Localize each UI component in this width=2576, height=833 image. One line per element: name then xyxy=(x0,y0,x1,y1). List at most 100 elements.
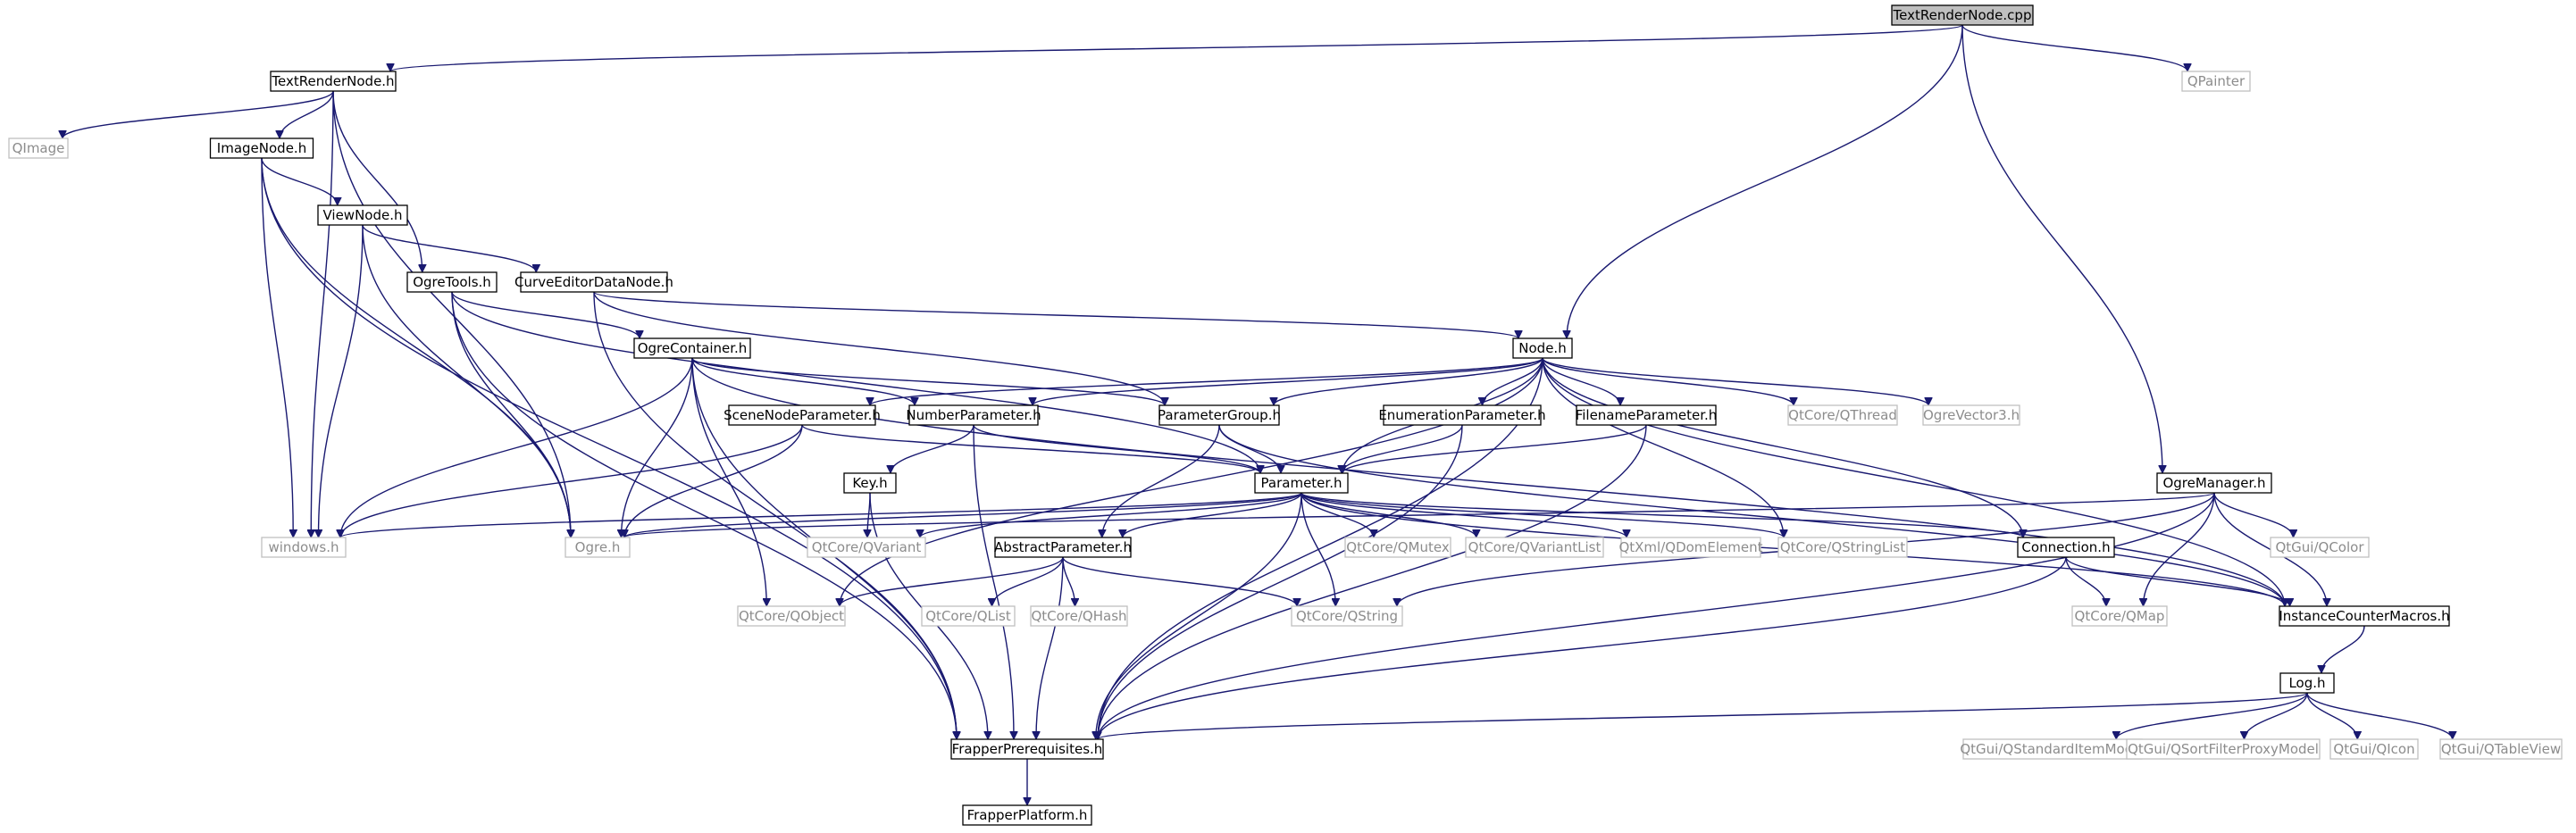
edge-node-h-to-numberparameter-h xyxy=(1033,357,1543,406)
node-node-h[interactable]: Node.h xyxy=(1512,337,1573,359)
edge-ogrecontainer-h-to-numberparameter-h xyxy=(691,357,915,406)
edge-ogretools-h-to-ogre-h xyxy=(451,291,571,537)
node-label: ImageNode.h xyxy=(217,140,306,156)
node-textrendernode-cpp[interactable]: TextRenderNode.cpp xyxy=(1891,4,2034,26)
node-box xyxy=(1291,605,1403,627)
node-frapperprerequisites-h[interactable]: FrapperPrerequisites.h xyxy=(950,738,1104,760)
edge-ogrecontainer-h-to-windows-h xyxy=(340,357,693,537)
node-label: ViewNode.h xyxy=(322,207,402,223)
node-label: AbstractParameter.h xyxy=(994,539,1132,555)
edge-connection-h-to-frapperprerequisites-h xyxy=(1098,556,2067,739)
edge-ogremanager-h-to-frapperprerequisites-h xyxy=(1098,492,2215,739)
node-label: QtCore/QObject xyxy=(739,608,844,624)
edge-scenenodeparameter-h-to-windows-h xyxy=(340,424,803,538)
node-label: Key.h xyxy=(852,475,887,491)
node-label: CurveEditorDataNode.h xyxy=(514,274,673,290)
edge-parameter-h-to-windows-h xyxy=(340,492,1302,538)
edge-ogremanager-h-to-ogre-h xyxy=(624,492,2215,538)
node-key-h[interactable]: Key.h xyxy=(843,472,897,494)
edge-curveeditordatanode-h-to-node-h xyxy=(593,291,1518,339)
node-curveeditordatanode-h[interactable]: CurveEditorDataNode.h xyxy=(514,271,673,293)
edge-node-h-to-instancecountermacros-h xyxy=(1542,357,2285,606)
edge-node-h-to-parametergroup-h xyxy=(1274,357,1543,406)
node-parameter-h[interactable]: Parameter.h xyxy=(1254,472,1349,494)
node-qtxml-qdomelement: QtXml/QDomElement xyxy=(1618,537,1763,558)
edge-ogremanager-h-to-qtgui-qcolor xyxy=(2213,492,2294,538)
edge-connection-h-to-instancecountermacros-h xyxy=(2065,556,2290,607)
edge-node-h-to-scenenodeparameter-h xyxy=(870,357,1543,406)
node-parametergroup-h[interactable]: ParameterGroup.h xyxy=(1158,404,1281,426)
edge-enumerationparameter-h-to-parameter-h xyxy=(1342,424,1463,474)
node-label: QtCore/QVariant xyxy=(812,539,922,555)
node-label: QtCore/QStringList xyxy=(1780,539,1905,555)
node-box xyxy=(1465,537,1604,558)
edge-log-h-to-qtgui-qtableview xyxy=(2306,692,2453,740)
node-box xyxy=(2181,71,2251,92)
node-log-h[interactable]: Log.h xyxy=(2279,672,2335,694)
node-label: QtGui/QSortFilterProxyModel xyxy=(2128,741,2319,757)
node-box xyxy=(1254,472,1349,494)
node-connection-h[interactable]: Connection.h xyxy=(2017,537,2115,558)
node-ogretools-h[interactable]: OgreTools.h xyxy=(406,271,498,293)
edge-node-h-to-qtcore-qobject xyxy=(840,357,1543,606)
edge-parameter-h-to-connection-h xyxy=(1301,492,2023,538)
edge-parameter-h-to-qtxml-qdomelement xyxy=(1301,492,1627,538)
node-box xyxy=(1158,404,1280,426)
node-textrendernode-h[interactable]: TextRenderNode.h xyxy=(270,71,397,92)
node-label: QtCore/QThread xyxy=(1788,407,1897,423)
edge-textrendernode-h-to-imagenode-h xyxy=(280,90,334,139)
node-qtcore-qstringlist: QtCore/QStringList xyxy=(1777,537,1908,558)
node-box xyxy=(807,537,926,558)
node-viewnode-h[interactable]: ViewNode.h xyxy=(317,204,408,226)
node-box xyxy=(1512,337,1573,359)
node-abstractparameter-h[interactable]: AbstractParameter.h xyxy=(994,537,1132,558)
edge-viewnode-h-to-windows-h xyxy=(319,224,364,537)
node-box xyxy=(2439,738,2563,760)
edge-textrendernode-cpp-to-node-h xyxy=(1567,24,1963,338)
node-box xyxy=(950,738,1104,760)
node-windows-h: windows.h xyxy=(261,537,347,558)
node-qtgui-qicon: QtGui/QIcon xyxy=(2329,738,2419,760)
edge-abstractparameter-h-to-frapperprerequisites-h xyxy=(1036,556,1064,739)
node-qtgui-qtableview: QtGui/QTableView xyxy=(2439,738,2563,760)
node-filenameparameter-h[interactable]: FilenameParameter.h xyxy=(1576,404,1718,426)
node-box xyxy=(565,537,631,558)
node-box xyxy=(1383,404,1542,426)
node-box xyxy=(1787,404,1898,426)
node-box xyxy=(1576,404,1717,426)
node-imagenode-h[interactable]: ImageNode.h xyxy=(209,137,314,159)
edge-log-h-to-qtgui-qicon xyxy=(2306,692,2357,740)
node-ogrecontainer-h[interactable]: OgreContainer.h xyxy=(633,337,751,359)
node-qtcore-qlist: QtCore/QList xyxy=(921,605,1016,627)
edge-ogretools-h-to-frapperprerequisites-h xyxy=(451,291,957,739)
node-ogrevector3-h: OgreVector3.h xyxy=(1922,404,2020,426)
edge-instancecountermacros-h-to-log-h xyxy=(2321,625,2365,674)
node-instancecountermacros-h[interactable]: InstanceCounterMacros.h xyxy=(2279,605,2450,627)
edge-connection-h-to-qtcore-qmap xyxy=(2065,556,2106,607)
node-label: OgreManager.h xyxy=(2162,475,2265,491)
edge-abstractparameter-h-to-qtcore-qstring xyxy=(1062,556,1297,607)
node-box xyxy=(1620,537,1761,558)
node-box xyxy=(2270,537,2370,558)
edge-curveeditordatanode-h-to-parametergroup-h xyxy=(593,291,1165,406)
node-label: QtCore/QString xyxy=(1296,608,1398,624)
node-ogre-h: Ogre.h xyxy=(565,537,631,558)
node-numberparameter-h[interactable]: NumberParameter.h xyxy=(906,404,1041,426)
node-box xyxy=(2071,605,2168,627)
node-ogremanager-h[interactable]: OgreManager.h xyxy=(2156,472,2272,494)
node-enumerationparameter-h[interactable]: EnumerationParameter.h xyxy=(1378,404,1546,426)
node-label: QPainter xyxy=(2187,73,2246,89)
edge-enumerationparameter-h-to-frapperprerequisites-h xyxy=(1098,424,1463,739)
node-qtgui-qsortfilterproxymodel: QtGui/QSortFilterProxyModel xyxy=(2126,738,2321,760)
node-scenenodeparameter-h[interactable]: SceneNodeParameter.h xyxy=(723,404,881,426)
node-box xyxy=(908,404,1039,426)
edge-textrendernode-h-to-qimage xyxy=(63,90,334,139)
node-qtcore-qhash: QtCore/QHash xyxy=(1030,605,1128,627)
node-label: QtXml/QDomElement xyxy=(1618,539,1762,555)
edge-node-h-to-filenameparameter-h xyxy=(1542,357,1620,406)
edge-ogrecontainer-h-to-parametergroup-h xyxy=(691,357,1165,406)
node-frapperplatform-h[interactable]: FrapperPlatform.h xyxy=(962,804,1092,826)
edge-node-h-to-connection-h xyxy=(1542,357,2023,537)
node-box xyxy=(737,605,846,627)
node-box xyxy=(728,404,876,426)
